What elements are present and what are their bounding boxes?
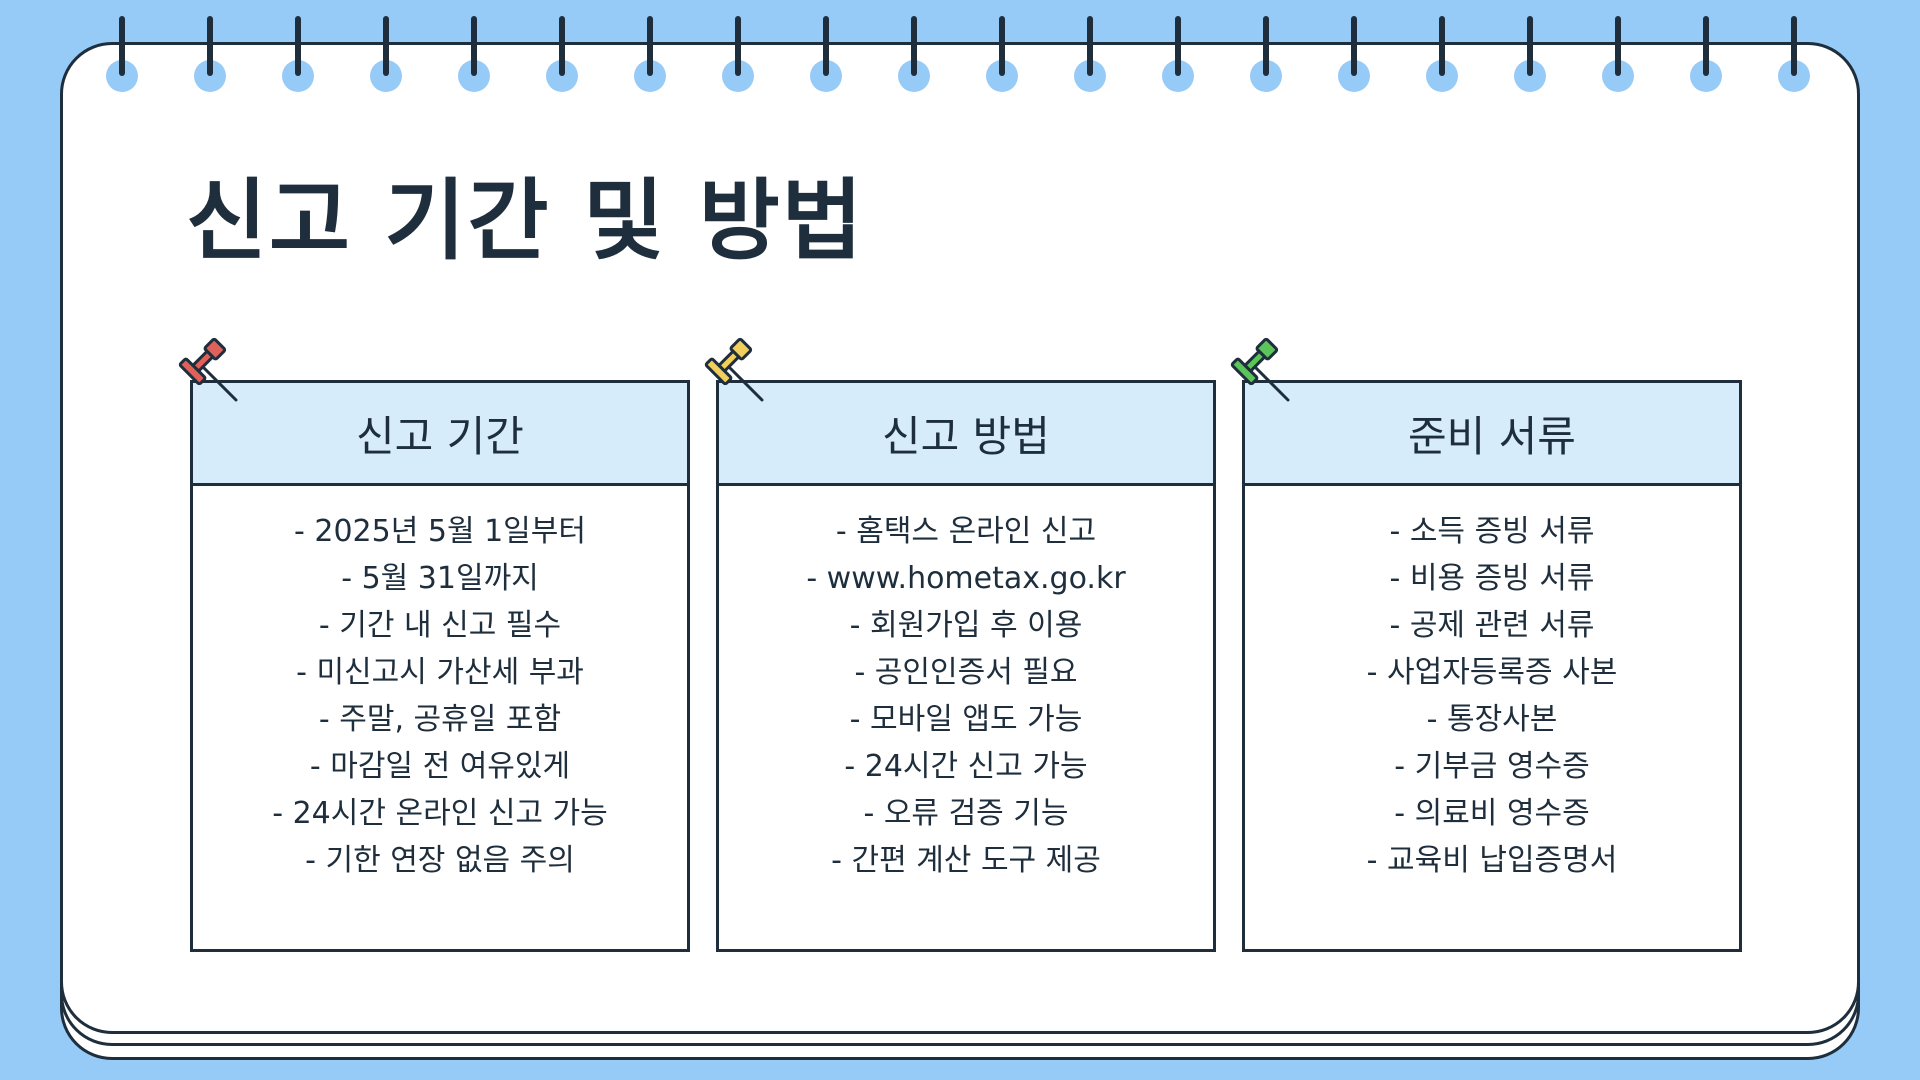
binding-ring-icon — [1074, 16, 1106, 92]
binding-ring-icon — [634, 16, 666, 92]
list-item: - 공제 관련 서류 — [1389, 608, 1595, 643]
ring-wire — [1175, 16, 1181, 76]
binding-ring-icon — [1602, 16, 1634, 92]
list-item: - 교육비 납입증명서 — [1366, 843, 1618, 878]
binding-ring-icon — [1162, 16, 1194, 92]
ring-wire — [119, 16, 125, 76]
binding-ring-icon — [1778, 16, 1810, 92]
red-pushpin-icon — [178, 337, 238, 402]
list-item: - 모바일 앱도 가능 — [849, 702, 1083, 737]
ring-wire — [207, 16, 213, 76]
ring-wire — [999, 16, 1005, 76]
list-item: - 기부금 영수증 — [1394, 749, 1590, 784]
binding-ring-icon — [1690, 16, 1722, 92]
binding-ring-icon — [1250, 16, 1282, 92]
card-report-method: 신고 방법 - 홈택스 온라인 신고 - www.hometax.go.kr -… — [716, 380, 1216, 952]
list-item: - 기한 연장 없음 주의 — [305, 843, 575, 878]
ring-wire — [559, 16, 565, 76]
yellow-pushpin-icon — [704, 337, 764, 402]
ring-wire — [471, 16, 477, 76]
binding-ring-icon — [898, 16, 930, 92]
ring-wire — [383, 16, 389, 76]
ring-wire — [647, 16, 653, 76]
page-title: 신고 기간 및 방법 — [186, 169, 865, 272]
list-item: - 마감일 전 여유있게 — [309, 749, 571, 784]
list-item: - 24시간 신고 가능 — [844, 749, 1088, 784]
card-list: - 소득 증빙 서류 - 비용 증빙 서류 - 공제 관련 서류 - 사업자등록… — [1245, 486, 1739, 884]
spiral-binding — [0, 0, 1920, 100]
list-item: - 2025년 5월 1일부터 — [294, 514, 586, 549]
ring-wire — [295, 16, 301, 76]
binding-ring-icon — [458, 16, 490, 92]
list-item: - 오류 검증 기능 — [863, 796, 1069, 831]
card-list: - 2025년 5월 1일부터 - 5월 31일까지 - 기간 내 신고 필수 … — [193, 486, 687, 884]
binding-ring-icon — [986, 16, 1018, 92]
list-item: - 회원가입 후 이용 — [849, 608, 1083, 643]
list-item: - 5월 31일까지 — [341, 561, 539, 596]
ring-wire — [911, 16, 917, 76]
list-item: - www.hometax.go.kr — [806, 561, 1126, 596]
binding-ring-icon — [546, 16, 578, 92]
ring-wire — [1087, 16, 1093, 76]
ring-wire — [735, 16, 741, 76]
binding-ring-icon — [282, 16, 314, 92]
card-heading: 신고 기간 — [193, 383, 687, 486]
binding-ring-icon — [722, 16, 754, 92]
list-item: - 홈택스 온라인 신고 — [835, 514, 1097, 549]
binding-ring-icon — [194, 16, 226, 92]
binding-ring-icon — [1514, 16, 1546, 92]
green-pushpin-icon — [1230, 337, 1290, 402]
binding-ring-icon — [1338, 16, 1370, 92]
list-item: - 공인인증서 필요 — [854, 655, 1078, 690]
list-item: - 기간 내 신고 필수 — [318, 608, 562, 643]
ring-wire — [1791, 16, 1797, 76]
binding-ring-icon — [370, 16, 402, 92]
list-item: - 미신고시 가산세 부과 — [296, 655, 584, 690]
card-required-documents: 준비 서류 - 소득 증빙 서류 - 비용 증빙 서류 - 공제 관련 서류 -… — [1242, 380, 1742, 952]
list-item: - 통장사본 — [1426, 702, 1558, 737]
list-item: - 간편 계산 도구 제공 — [831, 843, 1101, 878]
ring-wire — [1527, 16, 1533, 76]
list-item: - 주말, 공휴일 포함 — [318, 702, 562, 737]
card-list: - 홈택스 온라인 신고 - www.hometax.go.kr - 회원가입 … — [719, 486, 1213, 884]
ring-wire — [1703, 16, 1709, 76]
ring-wire — [1615, 16, 1621, 76]
card-heading: 신고 방법 — [719, 383, 1213, 486]
binding-ring-icon — [106, 16, 138, 92]
card-report-period: 신고 기간 - 2025년 5월 1일부터 - 5월 31일까지 - 기간 내 … — [190, 380, 690, 952]
ring-wire — [1263, 16, 1269, 76]
list-item: - 사업자등록증 사본 — [1366, 655, 1618, 690]
ring-wire — [1351, 16, 1357, 76]
card-heading: 준비 서류 — [1245, 383, 1739, 486]
list-item: - 소득 증빙 서류 — [1389, 514, 1595, 549]
ring-wire — [1439, 16, 1445, 76]
ring-wire — [823, 16, 829, 76]
list-item: - 의료비 영수증 — [1394, 796, 1590, 831]
list-item: - 24시간 온라인 신고 가능 — [272, 796, 608, 831]
binding-ring-icon — [810, 16, 842, 92]
binding-ring-icon — [1426, 16, 1458, 92]
list-item: - 비용 증빙 서류 — [1389, 561, 1595, 596]
